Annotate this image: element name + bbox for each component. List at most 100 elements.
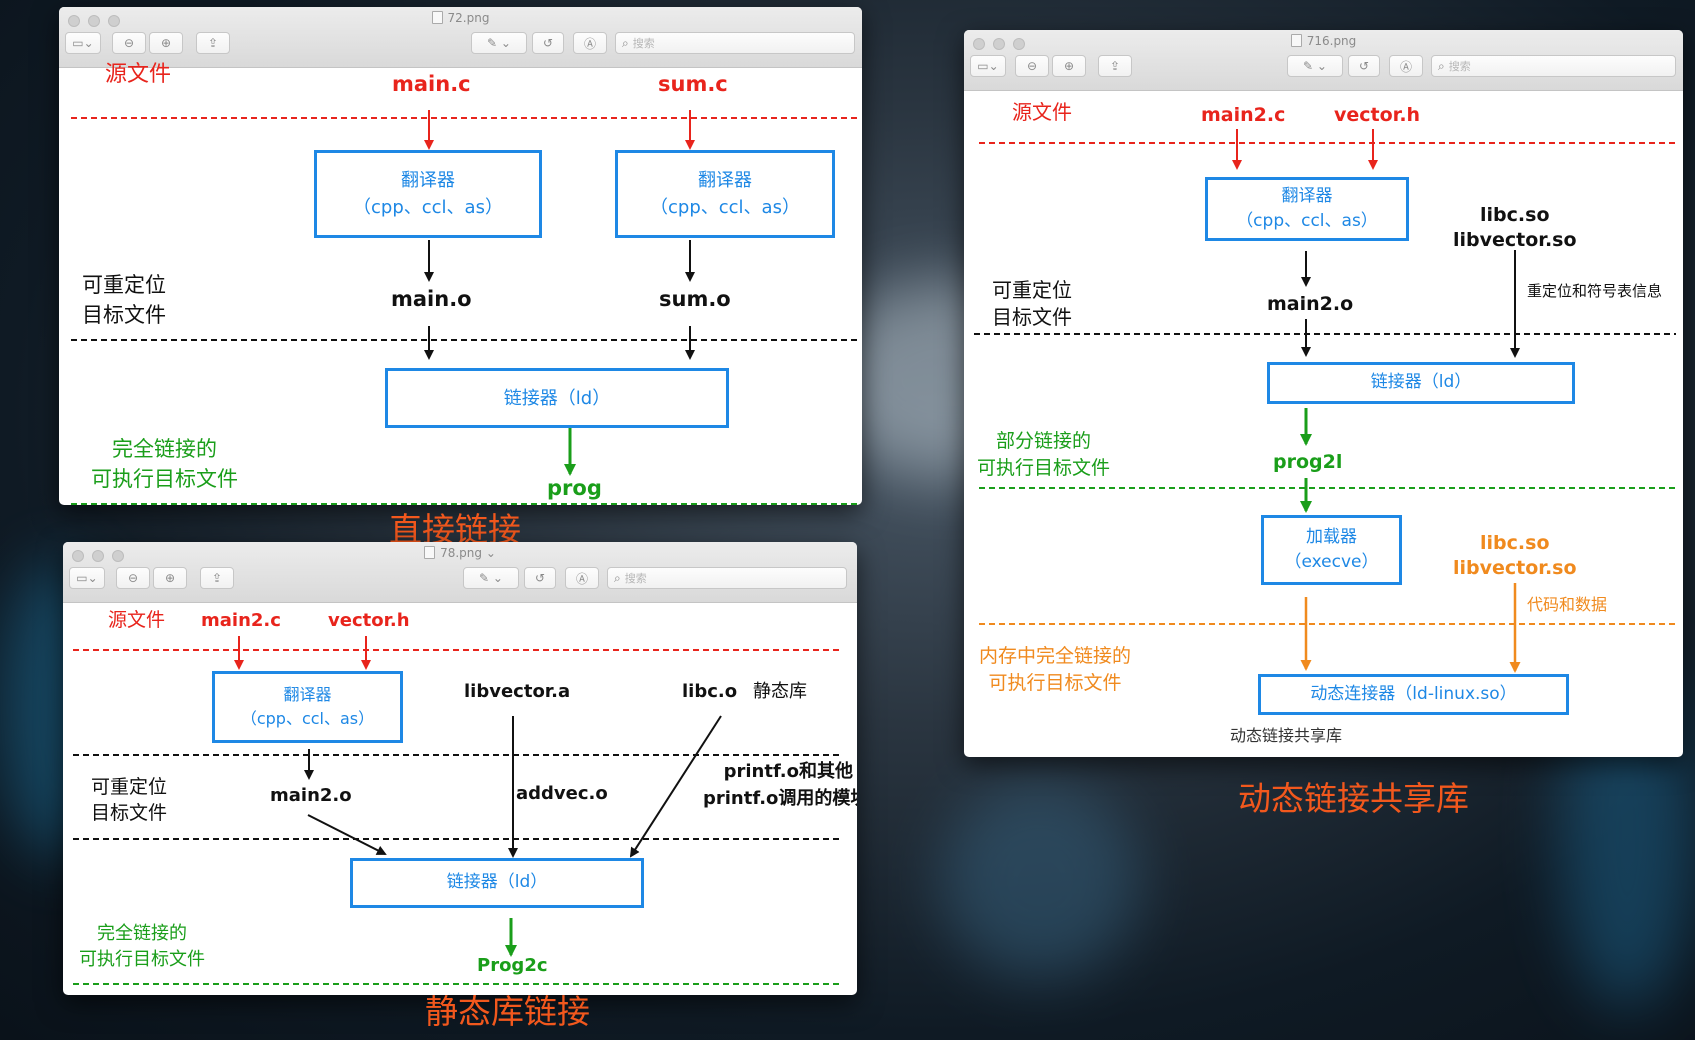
markup-button[interactable]: ✎ ⌄ (471, 32, 527, 54)
label-fully-linked-executable: 完全链接的 可执行目标文件 (79, 921, 205, 973)
search-placeholder: 搜索 (624, 572, 647, 585)
preview-window-static[interactable]: 78.png ⌄ ▭⌄ ⊖ ⊕ ⇪ ✎ ⌄ ↺ Ⓐ ⌕搜索 (63, 542, 857, 995)
loader-detail: （execve） (1284, 552, 1379, 572)
translator-box-b: 翻译器 （cpp、ccl、as） (615, 150, 835, 238)
search-field[interactable]: ⌕搜索 (615, 32, 855, 54)
share-button[interactable]: ⇪ (200, 567, 234, 589)
sidebar-toggle-button[interactable]: ▭⌄ (970, 55, 1006, 77)
share-button[interactable]: ⇪ (196, 32, 230, 54)
zoom-out-icon: ⊖ (1026, 59, 1038, 73)
label-relocatable-objects: 可重定位 目标文件 (82, 270, 166, 331)
translator-title: 翻译器 (283, 685, 332, 704)
zoom-out-button[interactable]: ⊖ (112, 32, 146, 54)
annotate-button[interactable]: Ⓐ (565, 567, 599, 589)
label-line: 目标文件 (82, 303, 166, 328)
sidebar-toggle-button[interactable]: ▭⌄ (69, 567, 105, 589)
minimize-window-button[interactable] (993, 38, 1005, 50)
close-window-button[interactable] (973, 38, 985, 50)
close-window-button[interactable] (72, 550, 84, 562)
preview-window-dynamic[interactable]: 716.png ▭⌄ ⊖ ⊕ ⇪ ✎ ⌄ ↺ Ⓐ ⌕搜索 (964, 30, 1683, 757)
chevron-down-icon[interactable]: ⌄ (485, 546, 496, 560)
window-title: 72.png (59, 11, 862, 25)
zoom-window-button[interactable] (112, 550, 124, 562)
label-line: 完全链接的 (97, 923, 187, 944)
close-window-button[interactable] (68, 15, 80, 27)
label-source-files: 源文件 (108, 609, 166, 631)
caption-static-link: 静态库链接 (425, 992, 590, 1031)
window-titlebar[interactable]: 78.png ⌄ ▭⌄ ⊖ ⊕ ⇪ ✎ ⌄ ↺ Ⓐ ⌕搜索 (63, 542, 857, 603)
annotate-icon: Ⓐ (1399, 59, 1412, 74)
rotate-button[interactable]: ↺ (532, 32, 564, 54)
source-sum-c: sum.c (658, 72, 728, 96)
dynamic-linker-label: 动态连接器（ld-linux.so） (1310, 683, 1517, 704)
share-button[interactable]: ⇪ (1098, 55, 1132, 77)
label-printf-modules: printf.o和其他 printf.o调用的模块 (703, 758, 857, 812)
library-libc-so: libc.so (1480, 204, 1550, 226)
search-field[interactable]: ⌕搜索 (1431, 55, 1676, 77)
share-icon: ⇪ (1109, 59, 1121, 73)
diagram-static-link: 源文件 main2.c vector.h 翻译器 （cpp、ccl、as） li… (63, 603, 857, 995)
label-line: 可重定位 (91, 776, 168, 798)
window-title: 716.png (964, 34, 1683, 48)
translator-box: 翻译器 （cpp、ccl、as） (1205, 177, 1409, 241)
markup-button[interactable]: ✎ ⌄ (1287, 55, 1343, 77)
linker-box: 链接器（ld） (350, 858, 644, 908)
zoom-in-button[interactable]: ⊕ (1052, 55, 1086, 77)
connector-lines (73, 636, 843, 985)
rotate-button[interactable]: ↺ (524, 567, 556, 589)
search-field[interactable]: ⌕搜索 (607, 567, 847, 589)
sidebar-icon: ▭⌄ (977, 59, 999, 73)
annotate-button[interactable]: Ⓐ (1389, 55, 1423, 77)
zoom-in-button[interactable]: ⊕ (149, 32, 183, 54)
markup-button[interactable]: ✎ ⌄ (463, 567, 519, 589)
window-filename: 716.png (1306, 34, 1357, 48)
minimize-window-button[interactable] (88, 15, 100, 27)
object-sum-o: sum.o (659, 287, 731, 311)
rotate-icon: ↺ (542, 36, 554, 50)
source-main2-c: main2.c (201, 610, 281, 631)
zoom-out-button[interactable]: ⊖ (1015, 55, 1049, 77)
window-titlebar[interactable]: 72.png ▭⌄ ⊖ ⊕ ⇪ ✎ ⌄ ↺ Ⓐ ⌕搜索 (59, 7, 862, 68)
rotate-icon: ↺ (534, 571, 546, 585)
annotate-button[interactable]: Ⓐ (573, 32, 607, 54)
annotate-icon: Ⓐ (575, 571, 588, 586)
search-icon: ⌕ (1438, 58, 1445, 73)
document-icon (424, 546, 436, 559)
window-titlebar[interactable]: 716.png ▭⌄ ⊖ ⊕ ⇪ ✎ ⌄ ↺ Ⓐ ⌕搜索 (964, 30, 1683, 91)
zoom-window-button[interactable] (108, 15, 120, 27)
window-title: 78.png ⌄ (63, 546, 857, 560)
object-addvec-o: addvec.o (516, 783, 608, 804)
source-main-c: main.c (392, 72, 471, 96)
caption-dynamic-link: 动态链接共享库 (1238, 779, 1469, 818)
label-relocatable-objects: 可重定位 目标文件 (91, 775, 167, 826)
label-reloc-symbol-info: 重定位和符号表信息 (1527, 282, 1663, 300)
label-line: 部分链接的 (996, 430, 1092, 452)
library-libvector-so: libvector.so (1453, 228, 1577, 251)
sidebar-icon: ▭⌄ (72, 36, 94, 50)
label-line: 可重定位 (82, 273, 166, 297)
label-line: 可执行目标文件 (988, 671, 1122, 694)
share-icon: ⇪ (207, 36, 219, 50)
rotate-button[interactable]: ↺ (1348, 55, 1380, 77)
zoom-in-icon: ⊕ (1063, 59, 1075, 73)
sidebar-toggle-button[interactable]: ▭⌄ (65, 32, 101, 54)
loader-box: 加载器 （execve） (1261, 515, 1402, 585)
label-memory-fully-linked-executable: 内存中完全链接的 可执行目标文件 (979, 643, 1131, 696)
label-line: 内存中完全链接的 (979, 645, 1132, 667)
markup-pen-icon: ✎ ⌄ (1303, 59, 1327, 73)
linker-label: 链接器（ld） (1370, 372, 1472, 393)
translator-title: 翻译器 (401, 170, 455, 191)
zoom-window-button[interactable] (1013, 38, 1025, 50)
markup-pen-icon: ✎ ⌄ (487, 36, 511, 50)
label-static-library: 静态库 (753, 681, 807, 702)
minimize-window-button[interactable] (92, 550, 104, 562)
connector-lines (71, 110, 857, 505)
preview-window-direct[interactable]: 72.png ▭⌄ ⊖ ⊕ ⇪ ✎ ⌄ ↺ Ⓐ ⌕搜索 源文件 m (59, 7, 862, 505)
object-main2-o: main2.o (1267, 293, 1354, 315)
markup-pen-icon: ✎ ⌄ (479, 571, 503, 585)
translator-tools: （cpp、ccl、as） (240, 709, 375, 728)
zoom-out-button[interactable]: ⊖ (116, 567, 150, 589)
zoom-in-button[interactable]: ⊕ (153, 567, 187, 589)
object-main-o: main.o (391, 287, 472, 311)
translator-tools: （cpp、ccl、as） (353, 197, 503, 218)
